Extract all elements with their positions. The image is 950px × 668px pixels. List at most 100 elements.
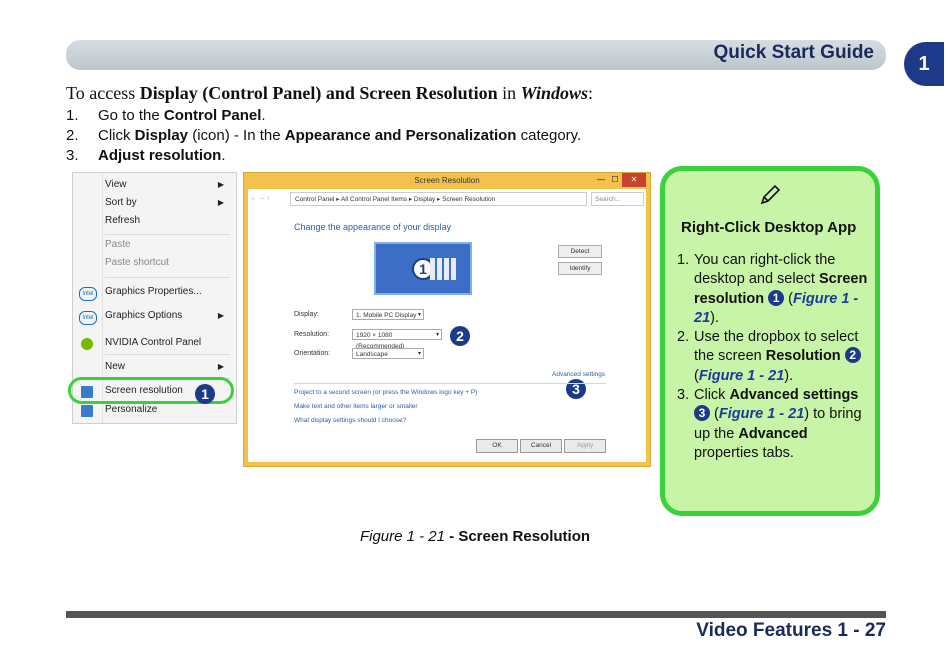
note-badge: 1 [768,289,785,306]
step-text: (icon) - In the [188,127,285,144]
orientation-select-value: Landscape [356,351,388,358]
submenu-arrow-icon: ▶ [217,362,224,371]
menu-item-graphics-options[interactable]: Graphics Options ▶ [105,307,230,325]
breadcrumb[interactable]: Control Panel ▸ All Control Panel Items … [290,192,587,206]
step-bold: Adjust resolution [98,147,222,164]
intro-colon: : [587,83,593,103]
intro-and: and [321,83,360,103]
detect-button[interactable]: Detect [558,245,602,258]
display-settings-help-link[interactable]: What display settings should I choose? [294,417,407,424]
note-text: Use the dropbox to select the screen [694,329,859,365]
divider [294,383,606,384]
monitor-number: 1 [412,258,434,280]
menu-item-nvidia-control-panel[interactable]: NVIDIA Control Panel [105,334,230,352]
menu-item-label: New [105,361,126,372]
menu-item-sort-by[interactable]: Sort by▶ [105,194,230,212]
display-select-value: 1. Mobile PC Display [356,312,417,319]
menu-item-graphics-properties[interactable]: Graphics Properties... [105,283,230,301]
step-text: . [261,107,266,124]
note-item-number: 1. [677,252,690,268]
resolution-select-value: 1920 × 1080 (Recommended) [356,332,405,350]
window-title: Screen Resolution [414,176,480,185]
caption-title: - Screen Resolution [445,528,591,545]
close-button[interactable]: ✕ [622,173,646,187]
submenu-arrow-icon: ▶ [217,311,224,320]
nav-arrows-icon[interactable]: ← → ↑ [250,195,270,202]
step-item: 3.Adjust resolution. [66,146,581,166]
menu-item-new[interactable]: New ▶ [105,358,230,376]
note-figure-ref: Figure 1 - 21 [698,367,785,384]
note-box: Right-Click Desktop App 1. You can right… [660,166,880,516]
note-text: ( [694,367,699,384]
nvidia-icon [81,338,93,350]
menu-item-label: Graphics Properties... [105,286,202,297]
apply-button[interactable]: Apply [564,439,606,453]
maximize-button[interactable]: ☐ [611,175,619,184]
search-input[interactable]: Search... [591,192,644,206]
resolution-label: Resolution: [294,331,330,338]
screen-resolution-window: Screen Resolution — ☐ ✕ ← → ↑ Control Pa… [243,172,651,467]
monitor-icon [81,386,93,398]
note-title: Right-Click Desktop App [681,219,857,236]
cancel-button[interactable]: Cancel [520,439,562,453]
note-bold: Resolution [765,348,841,365]
chevron-down-icon: ▾ [435,332,439,338]
step-number: 2. [66,127,79,144]
menu-item-view[interactable]: View▶ [105,176,230,194]
chevron-down-icon: ▾ [417,312,421,318]
footer-bar [66,611,886,618]
step-text: . [221,147,226,164]
menu-item-label: Screen resolution [105,385,183,396]
pencil-icon [665,183,875,213]
callout-badge-3: 3 [566,379,586,399]
chapter-tab: 1 [904,42,944,86]
display-label: Display: [294,311,319,318]
intro-screen-resolution: Screen Resolution [359,83,498,103]
chevron-down-icon: ▾ [417,351,421,357]
note-text: ). [710,309,719,326]
intro-windows: Windows [520,83,588,103]
text-size-link[interactable]: Make text and other items larger or smal… [294,403,418,410]
note-text: ( [784,290,793,307]
display-select[interactable]: 1. Mobile PC Display▾ [352,309,424,320]
monitor-preview[interactable]: 1 [374,242,472,295]
header-bar [66,40,886,70]
step-bold: Appearance and Personalization [284,127,517,144]
menu-item-screen-resolution[interactable]: Screen resolution [105,382,230,400]
note-badge: 2 [844,347,861,364]
address-bar: ← → ↑ Control Panel ▸ All Control Panel … [250,192,644,206]
intro-in: in [497,83,521,103]
personalize-icon [81,405,93,417]
note-item-number: 3. [677,387,690,404]
step-text: category. [516,127,582,144]
intro-display-cp: Display (Control Panel) [139,83,322,103]
intro-prefix: To access [66,83,140,103]
menu-item-refresh[interactable]: Refresh [105,212,230,230]
note-text: ( [710,406,719,423]
advanced-settings-link[interactable]: Advanced settings [552,371,606,378]
ok-button[interactable]: OK [476,439,518,453]
window-heading: Change the appearance of your display [294,222,452,232]
note-figure-ref: Figure 1 - 21 [694,290,859,326]
project-second-screen-link[interactable]: Project to a second screen (or press the… [294,389,478,396]
note-figure-ref: Figure 1 - 21 [718,406,805,423]
steps-list: 1.Go to the Control Panel. 2.Click Displ… [66,106,581,166]
figure-caption: Figure 1 - 21 - Screen Resolution [0,528,950,545]
minimize-button[interactable]: — [597,175,605,184]
resolution-select[interactable]: 1920 × 1080 (Recommended) ▾ [352,329,442,350]
step-text: Click [98,127,135,144]
menu-separator [105,354,230,355]
intel-icon: intel [79,287,97,301]
note-item: 3. Click Advanced settings 3 (Figure 1 -… [677,386,873,463]
note-badge: 3 [694,405,710,422]
orientation-select[interactable]: Landscape ▾ [352,348,424,359]
menu-item-label: Refresh [105,215,141,226]
intel-icon: intel [79,311,97,325]
callout-badge-2: 2 [450,326,470,346]
menu-separator [105,234,230,235]
menu-item-paste-shortcut: Paste shortcut [105,254,230,272]
menu-item-personalize[interactable]: Personalize [105,401,230,417]
menu-item-label: Personalize [105,404,158,415]
menu-item-label: Graphics Options [105,310,183,321]
identify-button[interactable]: Identify [558,262,602,275]
